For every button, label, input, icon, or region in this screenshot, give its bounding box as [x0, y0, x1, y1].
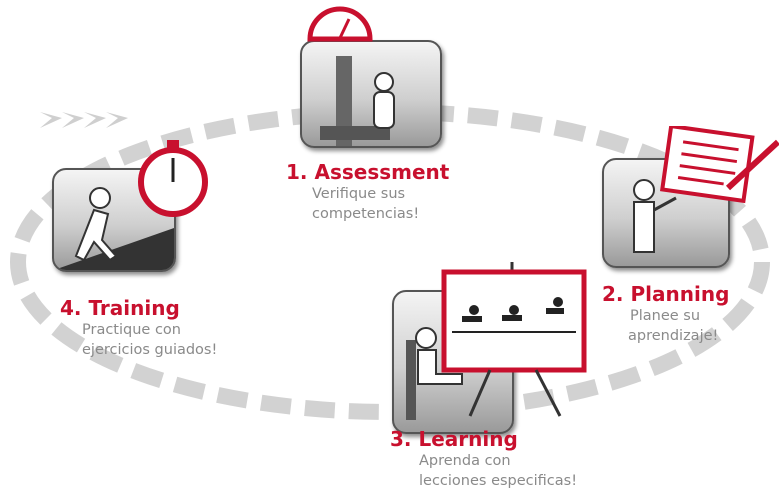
step-description-line1: Aprenda con [419, 453, 511, 469]
step-training: 4. Training Practique con ejercicios gui… [60, 296, 217, 360]
step-description-line2: aprendizaje! [628, 328, 719, 344]
sprinter-figures-icon [462, 297, 564, 322]
step-description-line2: ejercicios guiados! [82, 342, 218, 358]
step-learning: 3. Learning Aprenda con lecciones especi… [390, 427, 577, 491]
scale-icon [320, 56, 395, 146]
step-description-line1: Practique con [82, 322, 181, 338]
step-title: 1. Assessment [286, 160, 450, 184]
cycle-arrow-icon [40, 112, 128, 128]
assessment-tile [300, 40, 442, 148]
step-title: 2. Planning [602, 282, 730, 306]
seated-person-icon [406, 327, 463, 420]
step-description-line1: Verifique sus [312, 186, 406, 202]
step-description-line2: competencias! [312, 206, 420, 222]
step-title: 3. Learning [390, 427, 518, 451]
stopwatch-icon [138, 140, 208, 217]
step-description-line2: lecciones especificas! [419, 473, 578, 489]
scale-dial-icon [307, 6, 373, 42]
step-description-line1: Planee su [630, 308, 701, 324]
step-title: 4. Training [60, 296, 180, 320]
step-assessment: 1. Assessment Verifique sus competencias… [286, 160, 449, 224]
checklist-icon [660, 126, 779, 204]
pen-icon [725, 139, 779, 191]
runner-icon [54, 187, 174, 270]
step-planning: 2. Planning Planee su aprendizaje! [602, 282, 729, 346]
presentation-board-icon [441, 262, 587, 417]
person-icon [633, 179, 677, 253]
